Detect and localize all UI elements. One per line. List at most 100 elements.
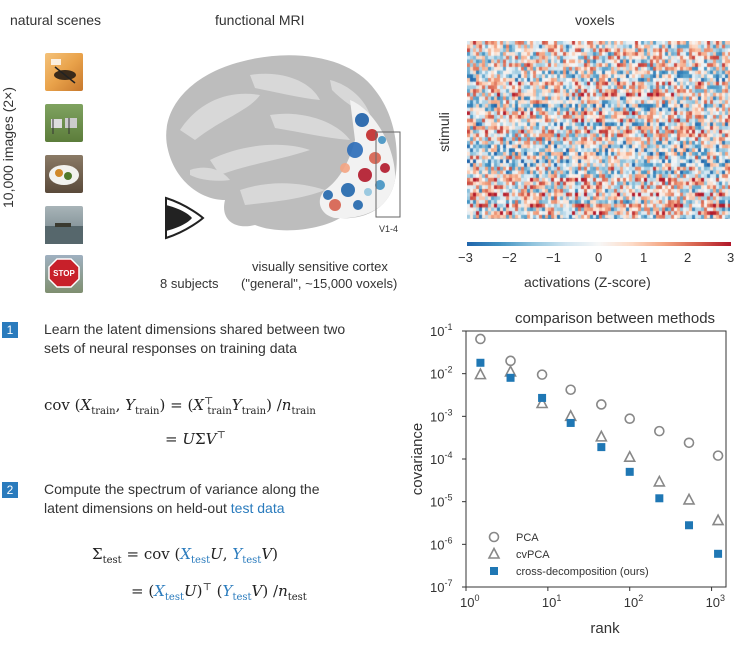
x-tick-exponent: 1 (556, 593, 561, 603)
images-count-label: 10,000 images (2×) (0, 86, 16, 208)
eq-x: X (80, 396, 92, 414)
step-1-text: Learn the latent dimensions shared betwe… (44, 320, 345, 358)
pca-point (712, 450, 724, 461)
cortex-label-line2: ("general", ~15,000 voxels) (241, 276, 398, 291)
plot-frame (465, 330, 727, 588)
cross-decomposition-point (685, 521, 694, 530)
chart-title: comparison between methods (515, 310, 715, 327)
eq-v: V (251, 582, 263, 600)
colorbar (467, 242, 731, 246)
y-tick-exponent: -2 (444, 365, 452, 375)
x-tick-label: 101 (542, 593, 561, 610)
eq-u: U (183, 582, 197, 600)
cross-decomposition-point (714, 549, 723, 558)
voxels-title: voxels (575, 12, 615, 28)
pca-point (475, 333, 486, 345)
pca-point (536, 369, 548, 380)
eq-y: Y (231, 396, 242, 414)
colorbar-tick: −2 (502, 250, 517, 265)
eq-x: X (193, 396, 204, 414)
eq-sub: test (232, 592, 252, 603)
x-tick-exponent: 3 (720, 593, 725, 603)
eq-u: U (210, 545, 223, 563)
cvpca-point (595, 429, 608, 442)
step-1-line-a: Learn the latent dimensions shared betwe… (44, 321, 346, 337)
step-2-text: Compute the spectrum of variance along t… (44, 480, 320, 518)
legend-marker-1 (487, 546, 501, 559)
step-badge-1: 1 (2, 322, 18, 338)
pca-point (505, 355, 516, 367)
test-data-link[interactable]: test data (230, 500, 285, 516)
colorbar-ticks: −3 −2 −1 0 1 2 3 (458, 246, 734, 266)
eq-sub: train (241, 406, 267, 417)
cross-decomposition-point (655, 494, 664, 503)
fmri-title: functional MRI (215, 12, 305, 28)
eq-sub: train (207, 406, 232, 417)
y-axis-label: covariance (409, 423, 426, 496)
y-tick-exponent: -3 (444, 407, 452, 417)
colorbar-tick: 2 (684, 250, 692, 265)
step-2-line-a: Compute the spectrum of variance along t… (44, 481, 320, 497)
eq-cov: cov (143, 545, 170, 563)
equation-cov-train: cov (Xtrain, Ytrain) = (X⊤trainYtrain) /… (44, 396, 316, 417)
cvpca-point (682, 492, 696, 505)
colorbar-tick: −1 (546, 250, 561, 265)
eq-sub: test (164, 592, 184, 603)
scene-image-zebras (45, 104, 83, 142)
pca-point (654, 425, 665, 437)
legend-label: cvPCA (516, 549, 550, 561)
pca-point (683, 437, 695, 449)
brain-surface (166, 55, 401, 231)
stimuli-axis-label: stimuli (436, 112, 452, 152)
eq-cov: cov (44, 396, 70, 414)
y-tick-exponent: -7 (444, 578, 452, 588)
pca-point (596, 399, 607, 410)
y-tick-label: 10-7 (430, 578, 452, 595)
cvpca-point (474, 367, 487, 380)
eq-transpose: ⊤ (202, 582, 212, 593)
colorbar-label: activations (Z-score) (524, 274, 651, 290)
legend-marker-2 (490, 567, 498, 575)
eq-x: X (154, 582, 165, 600)
eq-v: V (205, 430, 217, 448)
equation-sigma-test-expanded: = (XtestU)⊤ (YtestV) /ntest (131, 582, 307, 603)
eq-sigma: Σ (195, 430, 206, 448)
eq-sub: test (102, 555, 122, 566)
eq-n: n (281, 396, 292, 414)
eye-icon (165, 196, 205, 240)
voxel-heatmap (467, 41, 730, 219)
cross-decomposition-point (506, 373, 515, 382)
y-tick-label: 10-4 (430, 450, 452, 467)
eq-sub: train (135, 406, 160, 417)
pca-point (565, 384, 576, 396)
legend-label: cross-decomposition (ours) (516, 566, 649, 578)
cross-decomposition-point (538, 393, 547, 402)
eq-sigma: Σ (92, 545, 103, 563)
eq-y: Y (222, 582, 233, 600)
cross-decomposition-point (566, 418, 575, 427)
step-2-line-b: latent dimensions on held-out test data (44, 499, 320, 518)
step-badge-2: 2 (2, 482, 18, 498)
scene-image-water (45, 206, 83, 244)
y-tick-label: 10-5 (430, 493, 452, 510)
eq-x: X (180, 545, 192, 563)
cvpca-point (653, 474, 666, 487)
pca-point (624, 413, 636, 425)
svg-text:STOP: STOP (53, 269, 75, 278)
step-1-line-b: sets of neural responses on training dat… (44, 340, 297, 356)
y-tick-label: 10-1 (430, 322, 452, 339)
eq-sub: test (191, 555, 211, 566)
roi-label: V1-4 (379, 224, 399, 234)
equation-sigma-test: Σtest = cov (XtestU, YtestV) (92, 545, 279, 566)
cvpca-point (711, 513, 725, 526)
equation-svd: = UΣV⊤ (165, 430, 226, 448)
y-tick-exponent: -4 (444, 450, 452, 460)
cross-decomposition-point (625, 467, 634, 476)
eq-sub: train (291, 406, 316, 417)
y-tick-exponent: -6 (444, 535, 452, 545)
legend-marker-0 (488, 531, 500, 543)
legend-label: PCA (516, 532, 539, 544)
x-tick-exponent: 2 (638, 593, 643, 603)
eq-transpose: ⊤ (216, 430, 226, 441)
